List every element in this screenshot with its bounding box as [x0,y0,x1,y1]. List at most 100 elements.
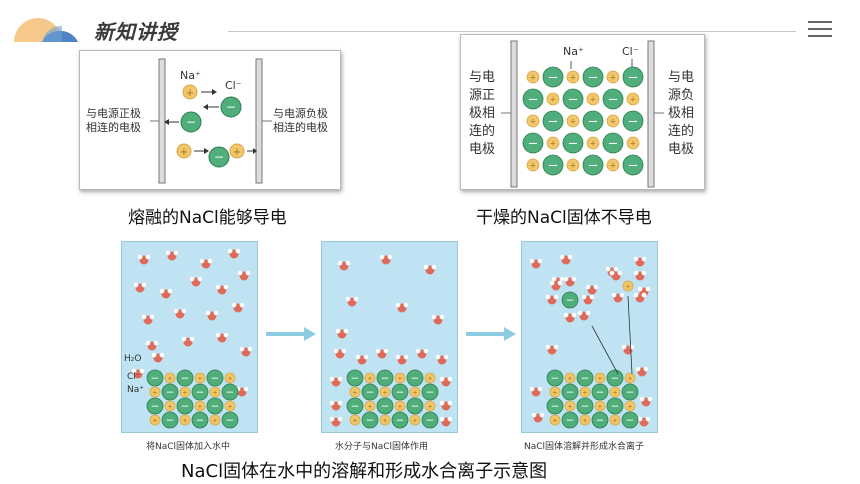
water-molecule [439,416,453,427]
svg-text:+: + [227,402,232,410]
water-molecule [133,282,147,293]
svg-text:+: + [182,416,187,424]
sodium-ion: + [424,372,436,384]
svg-text:+: + [352,388,357,396]
svg-text:−: − [411,401,420,413]
chloride-ion: − [561,411,579,429]
svg-text:+: + [590,139,597,148]
molten-caption: 熔融的NaCl能够导电 [128,208,287,228]
chloride-ion: − [622,66,644,88]
chloride-ion: − [576,369,594,387]
water-molecule [531,412,545,423]
sodium-ion: + [209,414,221,426]
chloride-ion: − [361,383,379,401]
svg-text:−: − [568,93,579,108]
step-1-caption: 将NaCl固体加入水中 [146,442,231,452]
svg-text:+: + [397,374,402,382]
svg-text:−: − [226,387,235,399]
water-molecule [633,270,647,281]
svg-text:−: − [596,387,605,399]
sodium-ion: + [179,386,191,398]
sodium-ion: + [566,158,580,172]
chloride-ion: − [576,397,594,415]
water-molecule [639,396,653,407]
chloride-ion: − [582,66,604,88]
sodium-ion: + [424,400,436,412]
chloride-ion: − [546,397,564,415]
sodium-ion: + [164,400,176,412]
chloride-ion: − [176,369,194,387]
water-molecule [581,294,595,305]
svg-text:−: − [548,159,559,174]
svg-text:+: + [152,416,157,424]
water-molecule [375,348,389,359]
svg-text:+: + [352,416,357,424]
water-molecule [415,348,429,359]
svg-text:−: − [396,387,405,399]
svg-text:+: + [550,95,557,104]
sodium-ion: + [546,92,560,106]
step-3-caption: NaCl固体溶解并形成水合离子 [524,442,645,452]
chloride-ion: − [522,132,544,154]
svg-text:+: + [212,416,217,424]
svg-text:−: − [226,415,235,427]
sodium-ion: + [409,386,421,398]
sodium-ion: + [149,386,161,398]
water-molecule [609,270,623,281]
svg-text:+: + [530,73,537,82]
water-molecule [423,264,437,275]
svg-text:+: + [427,402,432,410]
chloride-ion: − [542,154,564,176]
water-molecule [231,302,245,313]
chloride-ion: − [161,383,179,401]
svg-text:+: + [382,388,387,396]
water-molecule [611,292,625,303]
sodium-ion: + [624,372,636,384]
chloride-ion: − [206,397,224,415]
chloride-ion: − [221,383,239,401]
sodium-ion: + [379,386,391,398]
svg-text:−: − [568,137,579,152]
svg-text:+: + [186,88,194,99]
svg-text:−: − [411,373,420,385]
svg-text:+: + [182,388,187,396]
svg-text:−: − [566,415,575,427]
sodium-ion: + [594,372,606,384]
svg-text:+: + [412,416,417,424]
chloride-ion: − [391,383,409,401]
sodium-ion: + [606,158,620,172]
svg-text:+: + [597,402,602,410]
sodium-ion: + [349,386,361,398]
sodium-ion: + [549,414,561,426]
water-molecule [141,314,155,325]
svg-text:−: − [366,387,375,399]
menu-icon[interactable] [808,21,832,39]
water-molecule [563,312,577,323]
svg-text:+: + [412,388,417,396]
svg-text:+: + [610,117,617,126]
cl-label: Cl⁻ [127,372,141,382]
svg-text:−: − [628,159,639,174]
svg-text:−: − [214,150,224,164]
svg-text:−: − [151,401,160,413]
header-divider [228,31,796,32]
svg-text:−: − [211,373,220,385]
chloride-ion: − [602,88,624,110]
solid-lattice-diagram: +−+−+−−+−+−++−+−+−−+−+−++−+−+− [501,40,664,188]
svg-text:+: + [610,161,617,170]
sodium-ion: + [564,400,576,412]
svg-text:+: + [197,402,202,410]
chloride-ion: − [542,66,564,88]
sodium-ion: + [394,400,406,412]
sodium-ion: + [394,372,406,384]
sodium-ion: + [549,386,561,398]
svg-text:+: + [570,117,577,126]
water-molecule [145,340,159,351]
svg-text:+: + [630,139,637,148]
svg-text:−: − [166,387,175,399]
logo [12,12,82,44]
water-molecule [345,296,359,307]
chloride-ion: − [221,411,239,429]
svg-text:+: + [530,161,537,170]
water-molecule [329,400,343,411]
